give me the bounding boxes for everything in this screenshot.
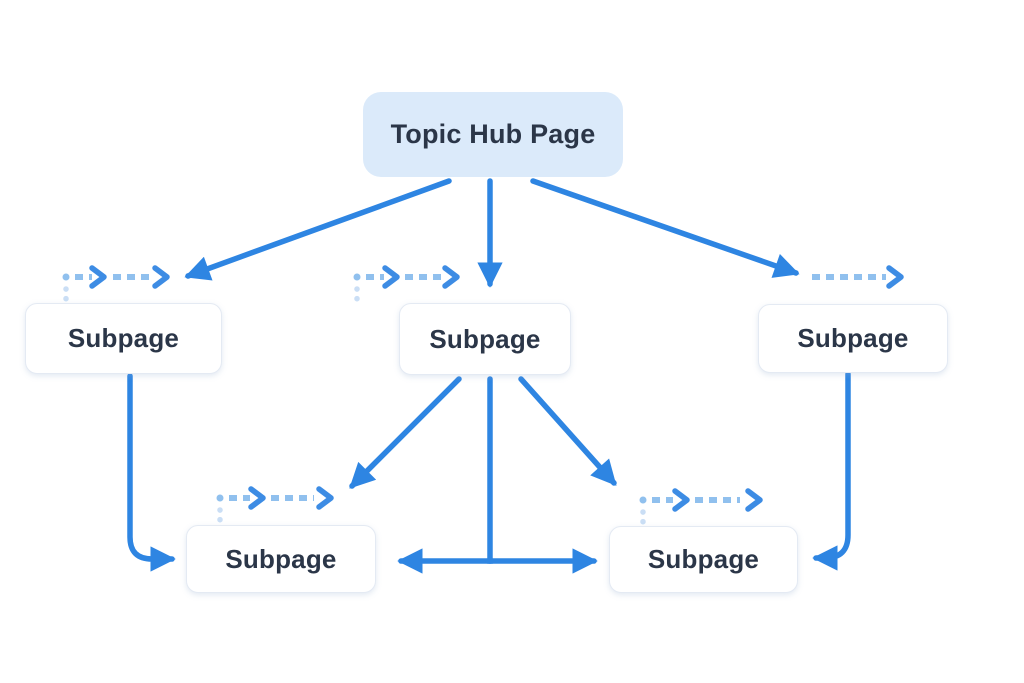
dashed-chain-start-dot [639, 496, 647, 504]
arrow-hub-to-subpage-right [530, 178, 800, 278]
dashed-chain-start-dot [216, 494, 224, 502]
chevron-arrowhead-icon [745, 488, 763, 512]
dashed-chain-arrow-into-subpage-middle [353, 265, 460, 305]
arrow-hub-to-subpage-left [184, 178, 452, 281]
node-label: Subpage [225, 543, 337, 574]
dashed-chain-arrow-into-subpage-bottom-right [639, 488, 763, 527]
node-subpage-right: Subpage [758, 304, 948, 373]
node-label: Subpage [429, 323, 541, 354]
dashed-chain-arrow-into-subpage-left [62, 265, 170, 305]
node-label: Subpage [797, 323, 909, 353]
arrow-subpage-middle-to-bottom-left [349, 376, 462, 489]
dashed-chain-start-dot [353, 273, 361, 281]
node-subpage-middle: Subpage [399, 303, 571, 375]
node-subpage-bottom-left: Subpage [186, 525, 376, 593]
dashed-chain-start-dot [62, 273, 70, 281]
node-subpage-left: Subpage [25, 303, 222, 374]
node-subpage-bottom-right: Subpage [609, 526, 798, 593]
arrow-subpage-middle-to-bottom-right [518, 376, 617, 486]
dashed-chain-arrow-into-subpage-bottom-left [216, 486, 334, 525]
chevron-arrowhead-icon [886, 265, 904, 289]
chevron-arrowhead-icon [248, 486, 266, 510]
dashed-chain-arrow-out-of-subpage-right [812, 265, 904, 289]
chevron-arrowhead-icon [442, 265, 460, 289]
node-label: Topic Hub Page [390, 119, 596, 149]
chevron-arrowhead-icon [89, 265, 107, 289]
node-label: Subpage [647, 544, 760, 574]
chevron-arrowhead-icon [316, 486, 334, 510]
chevron-arrowhead-icon [672, 488, 690, 512]
node-label: Subpage [67, 323, 180, 353]
node-topic-hub-page: Topic Hub Page [363, 92, 623, 177]
arrow-subpage-right-to-bottom-right [812, 371, 851, 571]
chevron-arrowhead-icon [382, 265, 400, 289]
arrow-subpage-left-to-bottom-left [127, 373, 176, 572]
chevron-arrowhead-icon [152, 265, 170, 289]
